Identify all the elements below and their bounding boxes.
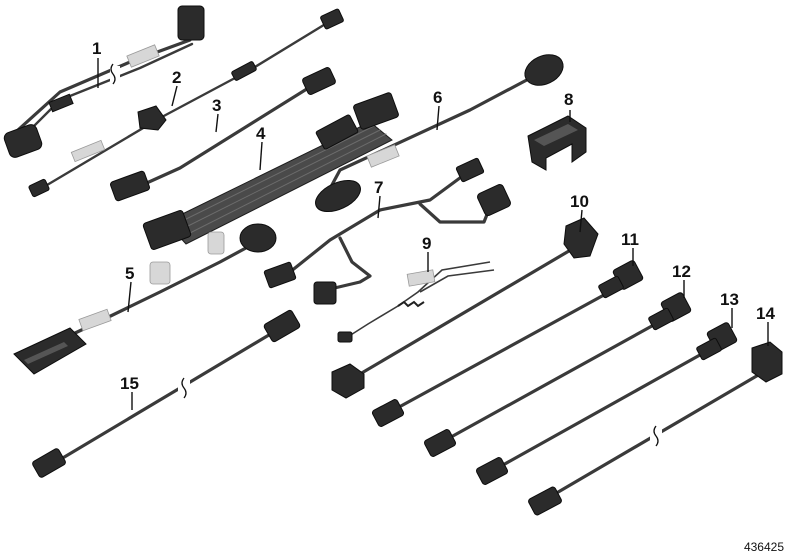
part-5-cable[interactable] [13,223,277,375]
length-break-icon [178,377,190,399]
angled-connector-icon [563,217,599,259]
leader-lines [97,58,769,410]
connector-icon [110,170,150,202]
part-9-wire-set[interactable] [337,261,495,343]
part-13-cable[interactable] [475,322,738,486]
callout-2: 2 [172,68,181,87]
inline-module-icon [231,61,257,81]
angled-connector-icon [751,341,783,383]
connector-icon [320,8,344,30]
clip-icon [207,231,225,255]
length-break-icon [650,425,662,447]
callout-12: 12 [672,262,691,281]
tape-marker-icon [78,308,112,332]
angled-connector-icon [331,363,365,399]
connector-icon [239,223,277,253]
callout-15: 15 [120,374,139,393]
callout-labels: 1 2 3 4 6 8 7 9 5 10 11 12 13 14 15 [92,39,775,393]
part-15-cable[interactable] [32,309,301,478]
bracket-icon [137,105,167,131]
callout-14: 14 [756,304,775,323]
part-1-harness[interactable] [3,5,205,159]
part-7-harness[interactable] [263,157,512,305]
callout-10: 10 [570,192,589,211]
tape-marker-icon [366,144,400,168]
part-8-bracket[interactable] [527,115,587,171]
bracket-icon [527,115,587,171]
part-6-cable[interactable] [311,49,568,218]
callout-8: 8 [564,90,573,109]
part-12-cable[interactable] [423,292,692,458]
connector-icon [28,178,50,198]
connector-icon [302,66,336,96]
part-14-cable[interactable] [528,341,783,516]
callout-3: 3 [212,96,221,115]
diagram-number: 436425 [743,540,784,554]
connector-icon [177,5,205,41]
callout-13: 13 [720,290,739,309]
callout-9: 9 [422,234,431,253]
length-break-icon [110,63,120,85]
callout-1: 1 [92,39,101,58]
tape-marker-icon [126,44,160,68]
clip-icon [149,261,171,285]
part-10-cable[interactable] [331,217,599,399]
part-11-cable[interactable] [371,260,644,428]
part-3-cable[interactable] [110,66,337,202]
part-4-ribbon-cable[interactable] [142,92,399,250]
connector-icon [475,457,509,485]
callout-4: 4 [256,124,266,143]
connector-icon [32,448,66,478]
connector-icon [477,184,511,216]
connector-icon [315,179,361,213]
connector-icon [353,92,399,130]
tape-marker-icon [70,139,106,163]
connector-icon [337,331,353,343]
clip-icon [48,93,74,113]
callout-7: 7 [374,178,383,197]
callout-5: 5 [125,264,134,283]
connector-icon [696,337,722,361]
connector-icon [371,399,405,427]
connector-icon [313,281,337,305]
connector-icon [524,54,564,86]
connector-icon [263,261,297,289]
twisted-pair-icon [397,300,425,308]
connector-icon [315,114,359,150]
part-2-cable[interactable] [28,8,344,198]
tape-marker-icon [406,269,436,287]
connector-icon [648,307,674,331]
connector-icon [3,124,43,158]
callout-6: 6 [433,88,442,107]
connector-icon [263,309,301,343]
connector-icon [598,275,624,299]
connector-icon [423,429,457,457]
connector-icon [528,486,562,516]
connector-icon [142,210,192,250]
callout-11: 11 [621,230,639,249]
connector-icon [455,157,485,183]
